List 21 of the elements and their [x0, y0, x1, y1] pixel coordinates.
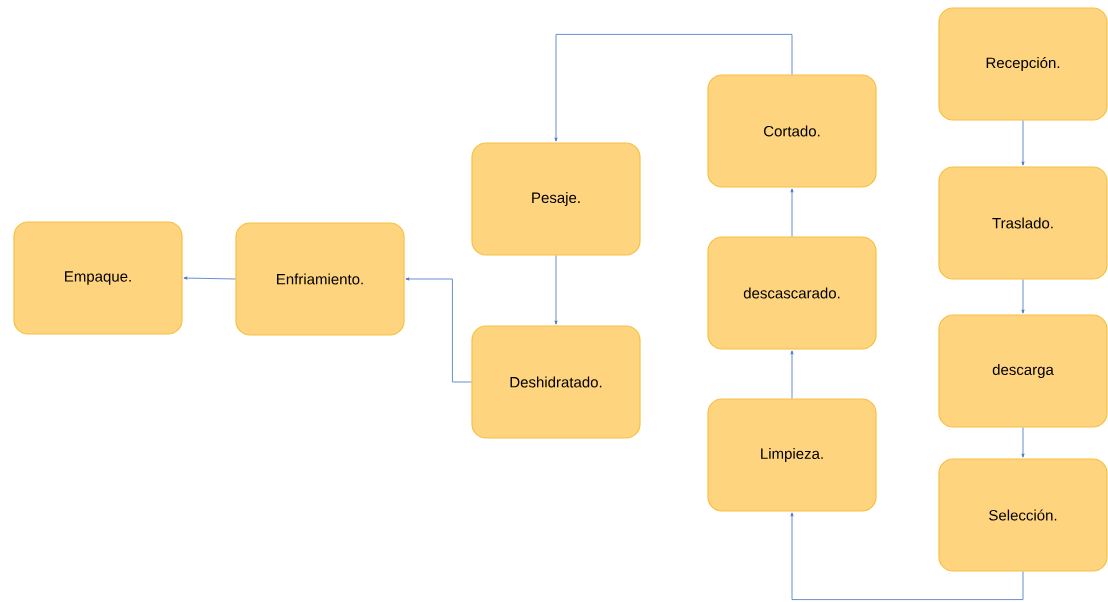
process-box: Pesaje.: [471, 142, 641, 256]
arrow: [1021, 120, 1025, 166]
arrow: [1021, 279, 1025, 314]
process-box: descarga: [938, 314, 1108, 428]
arrow: [183, 276, 236, 280]
arrow: [1021, 427, 1025, 458]
process-box: Enfriamiento.: [235, 222, 405, 336]
arrow: [405, 277, 472, 383]
arrow: [790, 188, 794, 237]
process-box: Deshidratado.: [471, 325, 641, 439]
process-box: Empaque.: [13, 221, 183, 335]
arrow: [554, 34, 793, 142]
process-box: Recepción.: [938, 7, 1108, 121]
process-box: Traslado.: [938, 166, 1108, 280]
process-box: descascarado.: [707, 236, 877, 350]
process-box: Cortado.: [707, 74, 877, 188]
arrow: [790, 512, 1024, 600]
arrow: [790, 350, 794, 399]
process-box: Selección.: [938, 458, 1108, 572]
process-box: Limpieza.: [707, 398, 877, 512]
arrow: [554, 255, 558, 325]
